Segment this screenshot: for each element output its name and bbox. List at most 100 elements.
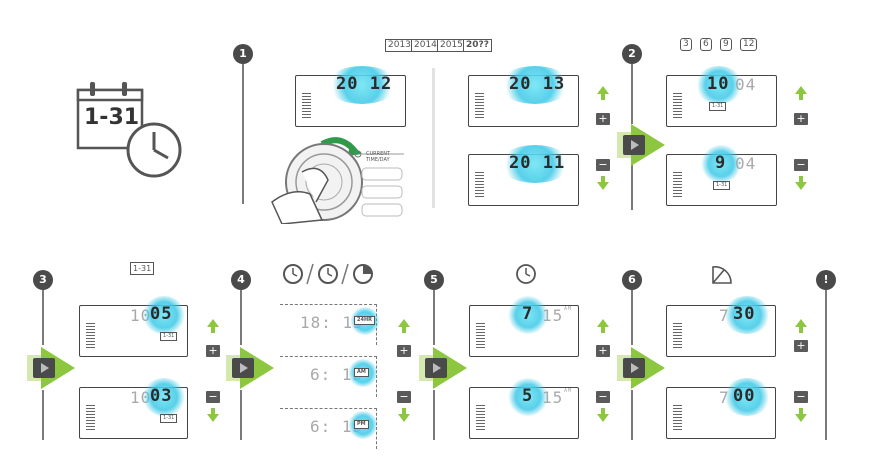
decrease-arrow-icon — [795, 182, 807, 190]
minus-button[interactable]: − — [794, 159, 808, 171]
step-6-line-lower — [631, 390, 633, 440]
next-step-arrow-icon — [617, 124, 665, 166]
signal-bars — [86, 321, 95, 348]
month-icon-12: 12 — [740, 38, 758, 51]
plus-button[interactable]: + — [596, 113, 610, 125]
time-format-row: 6: 15 PM — [280, 408, 378, 449]
blink-highlight — [142, 296, 186, 334]
lcd-minute-down-value: 00 — [733, 386, 756, 406]
decrease-arrow-icon — [795, 414, 807, 422]
step-3-badge: 3 — [33, 270, 53, 290]
blink-highlight — [695, 66, 743, 104]
minus-button[interactable]: − — [206, 391, 220, 403]
lcd-year-up: 20 13 — [468, 66, 579, 127]
increase-arrow-icon — [795, 319, 807, 327]
minus-button[interactable]: − — [596, 391, 610, 403]
increase-arrow-stem — [211, 327, 215, 333]
signal-bars — [476, 321, 485, 348]
plus-button[interactable]: + — [596, 345, 610, 357]
time-format-tag: 24HR — [354, 316, 375, 325]
day-tag: 1-31 — [160, 332, 178, 341]
lcd-minute-up: 7 30 — [666, 296, 776, 357]
calendar-label: 1-31 — [84, 105, 140, 130]
lcd-day-down: 10 03 1-31 — [79, 378, 188, 439]
signal-bars — [673, 91, 682, 118]
signal-bars — [476, 403, 485, 430]
day-tag: 1-31 — [160, 414, 178, 423]
signal-bars — [673, 403, 682, 430]
increase-arrow-stem — [799, 327, 803, 333]
decrease-arrow-icon — [597, 414, 609, 422]
plus-button[interactable]: + — [794, 340, 808, 352]
step-5-line — [433, 290, 435, 345]
decrease-arrow-stem — [211, 408, 215, 414]
plus-button[interactable]: + — [206, 345, 220, 357]
year-icon-unknown: 20?? — [463, 39, 492, 52]
day-icon: 1-31 — [130, 262, 155, 275]
step-done-line — [825, 290, 827, 440]
step-3-line-lower — [42, 390, 44, 440]
plus-button[interactable]: + — [397, 345, 411, 357]
increase-arrow-stem — [601, 94, 605, 100]
blink-highlight — [723, 296, 771, 334]
controller-dial-illustration: CURRENT TIME/DAY — [262, 132, 412, 225]
increase-arrow-icon — [597, 86, 609, 94]
signal-bars — [475, 91, 484, 118]
increase-arrow-icon — [398, 319, 410, 327]
month-icon-6: 6 — [700, 38, 712, 51]
minute-hand-icon — [710, 262, 734, 286]
decrease-arrow-icon — [207, 414, 219, 422]
year-icon-2014: 2014 — [411, 39, 440, 52]
next-step-arrow-icon — [226, 347, 274, 389]
minus-button[interactable]: − — [397, 391, 411, 403]
increase-arrow-icon — [597, 319, 609, 327]
increase-arrow-stem — [402, 327, 406, 333]
decrease-arrow-stem — [799, 408, 803, 414]
decrease-arrow-stem — [799, 176, 803, 182]
lcd-month-up: 10 04 1-31 — [666, 66, 777, 127]
minus-button[interactable]: − — [794, 391, 808, 403]
calendar-clock-icon: 1-31 — [72, 78, 187, 178]
year-icon-2013: 2013 — [385, 39, 414, 52]
dial-caption: CURRENT TIME/DAY — [366, 151, 391, 163]
lcd-year-up-value: 20 13 — [509, 74, 566, 94]
blink-highlight — [499, 145, 571, 183]
time-format-tag: AM — [354, 368, 369, 377]
step-4-line — [240, 290, 242, 345]
next-step-arrow-icon — [27, 347, 75, 389]
signal-bars — [673, 170, 682, 197]
decrease-arrow-icon — [398, 414, 410, 422]
step-6-line — [631, 290, 633, 345]
day-tag: 1-31 — [713, 181, 731, 190]
step-1-badge: 1 — [233, 44, 253, 64]
lcd-day-up: 10 05 1-31 — [79, 296, 188, 357]
lcd-month-up-day: 04 — [735, 75, 757, 94]
signal-bars — [475, 170, 484, 197]
step-5-line-lower — [433, 390, 435, 440]
lcd-hour-down: 5 15 AM — [469, 378, 579, 439]
blink-highlight — [326, 66, 398, 104]
lcd-minute-up-value: 30 — [733, 304, 756, 324]
lcd-hour-up-value: 7 — [522, 304, 534, 324]
lcd-month-down: 9 04 1-31 — [666, 145, 777, 206]
increase-arrow-stem — [601, 327, 605, 333]
step-3-line — [42, 290, 44, 345]
signal-bars — [302, 91, 311, 118]
increase-arrow-icon — [795, 86, 807, 94]
plus-button[interactable]: + — [794, 113, 808, 125]
decrease-arrow-stem — [402, 408, 406, 414]
lcd-month-down-value: 9 — [715, 153, 727, 173]
lcd-step1: 20 12 — [295, 66, 406, 127]
step-2-line-lower — [631, 165, 633, 210]
month-icon-9: 9 — [720, 38, 732, 51]
step-2-badge: 2 — [622, 44, 642, 64]
lcd-month-down-day: 04 — [735, 154, 757, 173]
lcd-minute-down: 7 00 — [666, 378, 776, 439]
lcd-day-up-value: 05 — [150, 304, 173, 324]
lcd-day-down-value: 03 — [150, 386, 173, 406]
minus-button[interactable]: − — [596, 159, 610, 171]
next-step-arrow-icon — [617, 347, 665, 389]
time-format-tag: PM — [354, 420, 369, 429]
blink-highlight — [701, 145, 741, 183]
signal-bars — [86, 403, 95, 430]
